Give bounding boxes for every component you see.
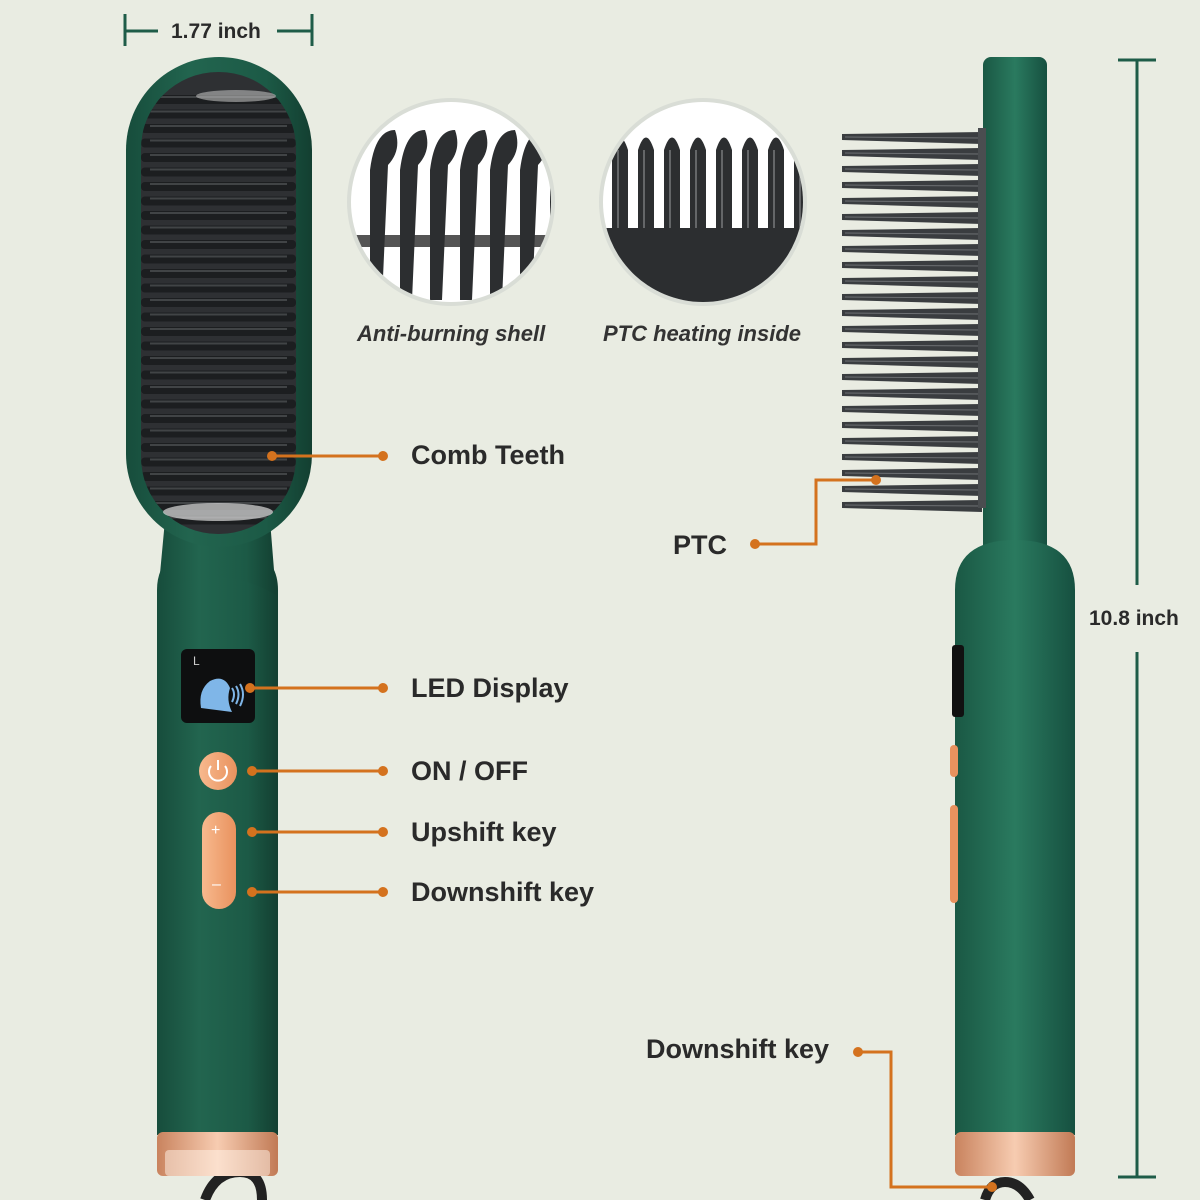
side-comb-tooth [842, 164, 982, 176]
led-display-panel [181, 649, 255, 723]
hair-figure-icon [200, 678, 232, 712]
ptc-heating-caption: PTC heating inside [603, 321, 802, 346]
side-comb-tooth [842, 340, 982, 352]
anti-burning-shell-caption: Anti-burning shell [357, 321, 546, 346]
side-comb-tooth [842, 436, 982, 448]
height-dimension-line [1118, 58, 1156, 1179]
upshift-key-label: Upshift key [411, 817, 557, 847]
side-comb-tooth [842, 308, 982, 320]
minus-symbol: – [212, 876, 221, 893]
side-comb-tooth [842, 372, 982, 384]
height-label: 10.8 inch [1089, 607, 1179, 630]
plus-symbol: + [211, 822, 221, 839]
callout-dots [245, 451, 997, 1192]
power-button[interactable] [199, 752, 237, 790]
front-view-brush [126, 57, 312, 1200]
side-comb-tooth [842, 276, 982, 288]
side-comb-tooth [842, 196, 982, 208]
side-downshift-key-label: Downshift key [646, 1034, 830, 1064]
width-dimension-line [123, 14, 314, 46]
side-comb-tooth [842, 292, 982, 304]
side-comb-tooth [842, 228, 982, 240]
side-comb-tooth [842, 404, 982, 416]
side-comb-tooth [842, 388, 982, 400]
side-comb-tooth [842, 180, 982, 192]
width-label: 1.77 inch [171, 20, 261, 43]
side-comb-tooth [842, 356, 982, 368]
ptc-heating-closeup [599, 98, 807, 306]
ptc-label: PTC [673, 530, 727, 560]
callout-leaders [250, 454, 992, 1189]
side-comb-tooth [842, 260, 982, 272]
side-view-brush [842, 57, 1075, 1200]
side-comb-tooth [842, 484, 982, 496]
on-off-label: ON / OFF [411, 756, 528, 786]
anti-burning-shell-closeup [347, 98, 555, 306]
led-mode-letter: L [193, 654, 200, 668]
led-display-label: LED Display [411, 673, 569, 703]
side-comb-tooth [842, 452, 982, 464]
side-comb-tooth [842, 324, 982, 336]
side-comb-tooth [842, 420, 982, 432]
side-comb-tooth [842, 500, 982, 512]
side-comb-tooth [842, 212, 982, 224]
power-icon [208, 765, 228, 782]
comb-teeth-label: Comb Teeth [411, 440, 565, 470]
side-comb-tooth [842, 148, 982, 160]
downshift-key-label: Downshift key [411, 877, 595, 907]
side-comb-tooth [842, 244, 982, 256]
side-comb-tooth [842, 132, 982, 144]
temperature-rocker[interactable] [202, 812, 236, 909]
